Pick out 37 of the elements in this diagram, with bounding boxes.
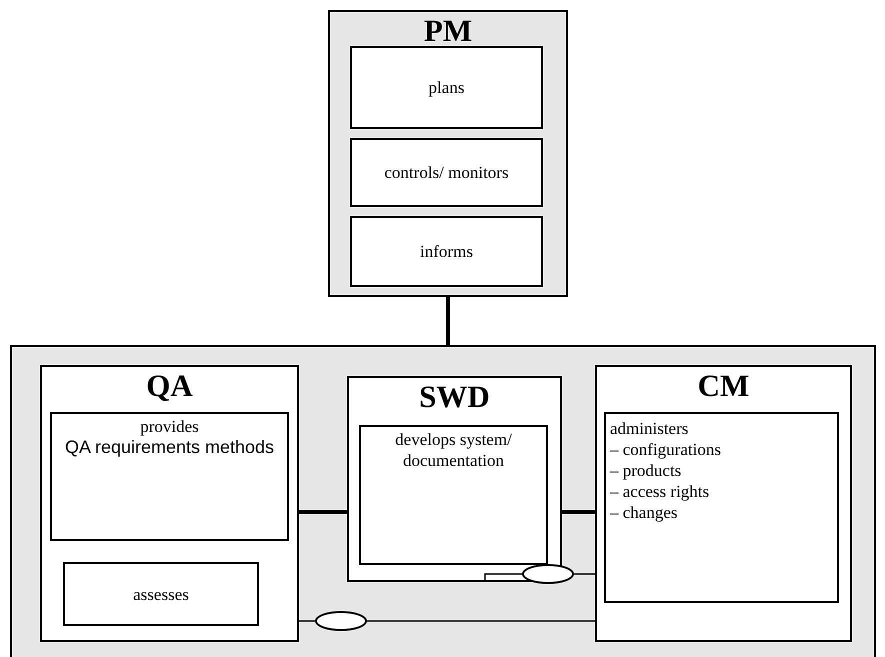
task-label: assesses	[132, 584, 190, 604]
container-box	[10, 345, 876, 657]
group-title: CM	[696, 369, 750, 403]
list-item: – changes	[608, 502, 679, 523]
connector-line	[299, 510, 347, 514]
task-label: provides	[139, 416, 200, 437]
task-label: QA requirements methods	[64, 437, 276, 458]
group-title: PM	[422, 14, 474, 48]
connector-ellipse	[522, 564, 574, 584]
group-title: QA	[145, 369, 194, 403]
list-item: – products	[608, 460, 682, 481]
connector-line	[367, 620, 595, 622]
list-box	[604, 412, 839, 603]
connector-line	[484, 573, 522, 582]
task-label: informs	[419, 241, 474, 262]
task-label: plans	[428, 77, 466, 98]
list-item: – configurations	[608, 439, 722, 460]
connector-line	[446, 297, 450, 345]
task-box	[63, 562, 259, 626]
group-box	[347, 376, 562, 582]
group-box	[595, 365, 852, 642]
group-title: SWD	[418, 380, 491, 414]
connector-line	[574, 573, 595, 575]
task-box	[350, 138, 543, 207]
task-label: controls/ monitors	[383, 162, 510, 183]
list-heading: administers	[609, 418, 690, 439]
connector-line	[562, 510, 595, 514]
group-box	[328, 10, 568, 297]
task-box	[350, 216, 543, 287]
connector-ellipse	[315, 611, 367, 631]
task-label: develops system/ documentation	[394, 429, 513, 471]
task-box	[350, 46, 543, 129]
group-box	[40, 365, 299, 642]
list-item: – access rights	[608, 481, 710, 502]
task-box	[359, 425, 548, 565]
connector-line	[299, 620, 315, 622]
task-box	[50, 412, 289, 541]
